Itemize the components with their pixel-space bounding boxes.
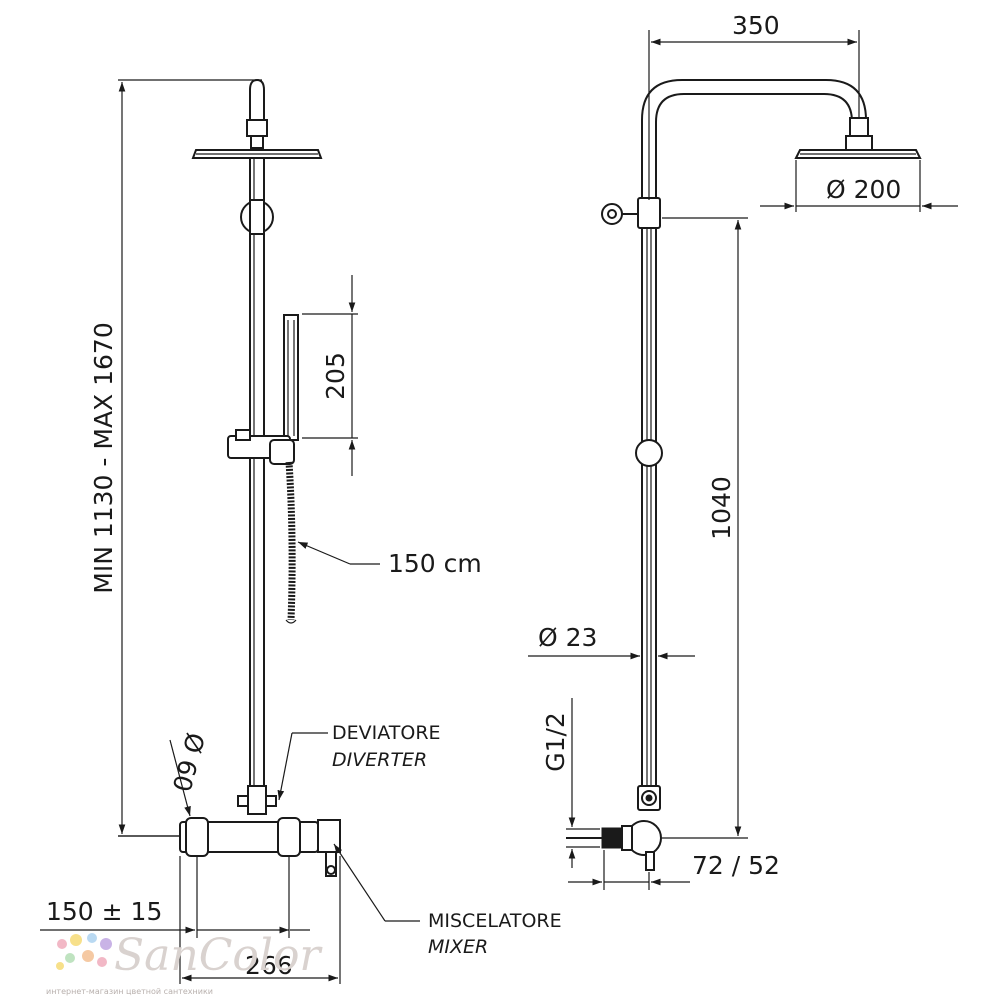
side-arm <box>641 79 867 200</box>
watermark-dot <box>65 953 75 963</box>
side-slider <box>635 439 663 467</box>
height-range-dimension: MIN 1130 - MAX 1670 <box>89 79 262 837</box>
mixer-width-label: 266 <box>245 951 293 980</box>
mixer-width-dimension: 266 <box>179 856 341 984</box>
inlet-thread-label: G1/2 <box>541 712 570 772</box>
hand-shower-dimension: 205 <box>302 275 358 476</box>
watermark-dot <box>57 939 67 949</box>
pipe-diameter-dimension: Ø 23 <box>528 623 695 660</box>
wall-distance-dimension: 72 / 52 <box>568 850 780 890</box>
diverter-label-it: DEVIATORE <box>332 722 441 744</box>
inlet-spacing-dimension: 150 ± 15 <box>40 856 310 938</box>
head-offset-label: 350 <box>732 11 780 40</box>
side-view <box>566 79 922 871</box>
inlet-thread-dimension: G1/2 <box>541 698 600 868</box>
mixer-diameter-label: Ø 60 <box>167 730 210 795</box>
front-hand-shower <box>283 314 299 441</box>
front-hose <box>285 461 296 621</box>
side-vertical-pipe <box>641 197 657 789</box>
head-diameter-label: Ø 200 <box>826 175 901 204</box>
hose-dimension: 150 cm <box>297 541 482 578</box>
front-vertical-pipe <box>249 157 265 787</box>
watermark-logo-text: SanColor <box>114 930 323 981</box>
head-diameter-dimension: Ø 200 <box>760 160 958 212</box>
watermark-dot <box>87 933 97 943</box>
diverter-label-en: DIVERTER <box>332 749 427 771</box>
watermark-dot <box>82 950 94 962</box>
watermark-dot <box>97 957 107 967</box>
mixer-label-en: MIXER <box>428 936 488 958</box>
front-view <box>118 78 341 877</box>
hose-length-label: 150 cm <box>388 549 482 578</box>
rail-height-label: 1040 <box>707 476 736 540</box>
mixer-label-it: MISCELATORE <box>428 910 562 932</box>
mixer-callout: MISCELATORE MIXER <box>333 843 562 958</box>
inlet-spacing-label: 150 ± 15 <box>46 897 162 926</box>
watermark-dot <box>70 934 82 946</box>
watermark-dot <box>56 962 64 970</box>
head-offset-dimension: 350 <box>648 11 860 200</box>
watermark-tagline: интернет-магазин цветной сантехники <box>46 987 213 996</box>
hand-shower-height-label: 205 <box>321 352 350 400</box>
height-range-label: MIN 1130 - MAX 1670 <box>89 322 118 594</box>
mixer-diameter-dimension: Ø 60 <box>167 730 210 817</box>
rail-height-dimension: 1040 <box>662 217 748 839</box>
watermark-dot <box>100 938 112 950</box>
watermark-dots <box>56 933 112 970</box>
diverter-callout: DEVIATORE DIVERTER <box>277 722 441 801</box>
front-diverter <box>247 785 267 815</box>
pipe-diameter-label: Ø 23 <box>538 623 597 652</box>
wall-distance-label: 72 / 52 <box>692 851 780 880</box>
watermark-logo: SanColor интернет-магазин цветной сантех… <box>46 930 323 996</box>
